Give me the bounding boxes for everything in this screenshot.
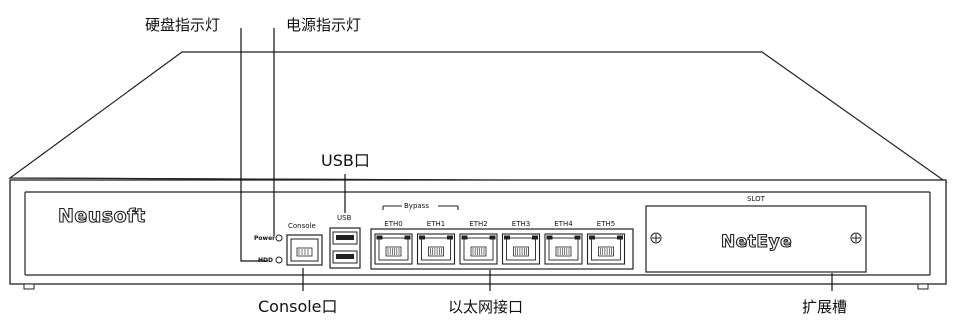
brand-logo: Neusoft — [58, 205, 146, 227]
ethernet-port-label: ETH5 — [597, 220, 615, 228]
ethernet-port-label: ETH3 — [512, 220, 530, 228]
ethernet-port: ETH0 — [374, 220, 413, 265]
power-led — [275, 234, 283, 242]
ethernet-port: ETH2 — [459, 220, 498, 265]
power-led-label: Power — [254, 235, 275, 242]
ethernet-port-label: ETH1 — [427, 220, 445, 228]
usb-callout: USB口 — [321, 151, 370, 170]
bypass-bracket: Bypass — [382, 202, 459, 210]
expansion-slot: SLOT NetEye — [645, 195, 867, 273]
console-callout: Console口 — [258, 297, 338, 316]
ethernet-ports: ETH0 ETH1 ETH2 ETH3 ETH4 ETH5 — [374, 220, 626, 265]
chassis-top — [8, 51, 948, 183]
usb-ports: USB — [329, 214, 361, 269]
ethernet-port: ETH3 — [501, 220, 541, 265]
power-led-callout: 电源指示灯 — [286, 16, 361, 34]
slot-label: SLOT — [747, 195, 766, 203]
slot-brand-logo: NetEye — [721, 232, 792, 252]
expansion-slot-callout: 扩展槽 — [802, 298, 847, 316]
console-port: Console — [286, 222, 323, 266]
hdd-led — [275, 256, 283, 264]
hdd-led-callout: 硬盘指示灯 — [145, 16, 220, 34]
ethernet-port-label: ETH4 — [554, 220, 573, 228]
console-port-label: Console — [288, 222, 316, 230]
ethernet-port-label: ETH0 — [384, 220, 402, 228]
ethernet-callout: 以太网接口 — [448, 298, 523, 316]
bypass-label: Bypass — [404, 202, 429, 210]
ethernet-port-label: ETH2 — [469, 220, 487, 228]
ethernet-port: ETH5 — [586, 220, 626, 265]
ethernet-port: ETH4 — [544, 220, 583, 265]
usb-port-label: USB — [337, 214, 352, 222]
ethernet-port: ETH1 — [416, 220, 456, 265]
leader-lines — [240, 28, 833, 291]
